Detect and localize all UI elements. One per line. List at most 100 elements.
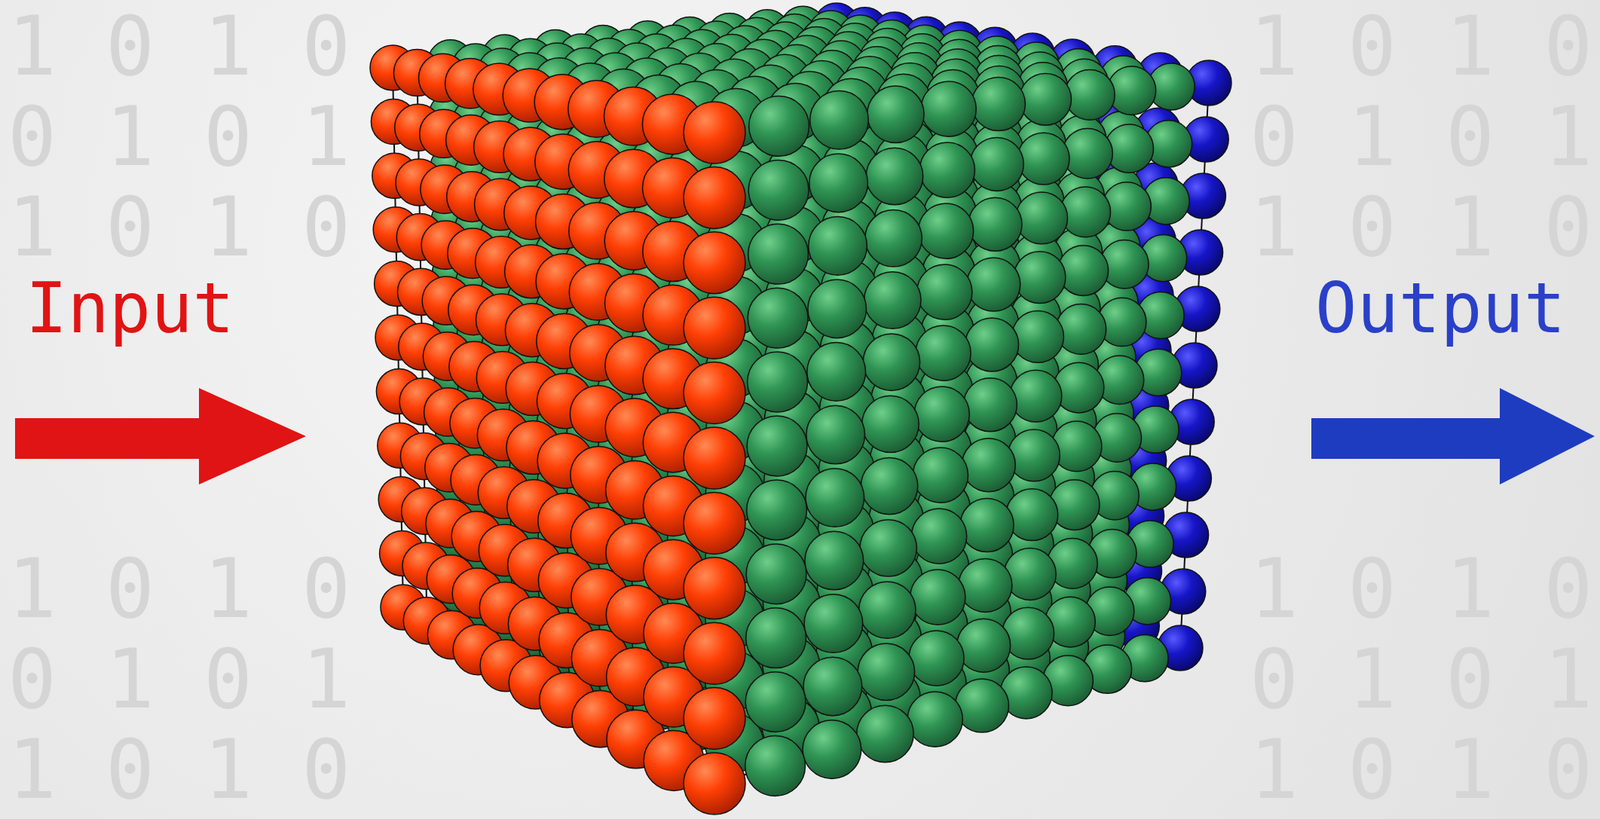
neuron-cube <box>370 3 1232 815</box>
hidden-neuron <box>1055 304 1107 355</box>
hidden-neuron <box>810 91 869 150</box>
hidden-neuron <box>908 630 964 686</box>
input-neuron <box>683 232 746 294</box>
hidden-neuron <box>1008 429 1061 482</box>
hidden-neuron <box>968 197 1022 251</box>
hidden-neuron <box>1064 70 1116 121</box>
hidden-neuron <box>1019 73 1072 126</box>
hidden-neuron <box>969 137 1024 191</box>
hidden-neuron <box>746 544 807 605</box>
hidden-neuron <box>745 672 806 733</box>
hidden-neuron <box>1062 128 1114 179</box>
hidden-neuron <box>918 203 974 259</box>
hidden-neuron <box>807 342 866 402</box>
hidden-neuron <box>857 643 915 701</box>
input-neuron <box>683 427 746 490</box>
binary-watermark: 1 0 1 0 <box>7 182 351 273</box>
hidden-neuron <box>971 77 1025 132</box>
hidden-neuron <box>1015 192 1068 245</box>
input-neuron <box>683 101 746 164</box>
binary-watermark: 1 0 1 0 <box>1249 544 1593 635</box>
hidden-neuron <box>856 705 914 762</box>
hidden-neuron <box>859 520 917 577</box>
hidden-neuron <box>746 416 808 477</box>
input-neuron <box>683 622 746 685</box>
hidden-neuron <box>920 81 976 137</box>
binary-watermark: 1 0 1 0 <box>1249 182 1593 273</box>
hidden-neuron <box>955 679 1010 733</box>
input-neuron <box>683 752 746 815</box>
hidden-neuron <box>919 142 975 198</box>
hidden-neuron <box>749 95 810 157</box>
hidden-neuron <box>910 569 966 625</box>
output-label: Output <box>1315 274 1566 344</box>
binary-watermark: 0 1 0 1 <box>7 91 351 183</box>
hidden-neuron <box>804 594 863 654</box>
hidden-neuron <box>865 147 923 205</box>
hidden-neuron <box>867 85 924 143</box>
hidden-neuron <box>806 405 866 465</box>
input-neuron <box>683 557 746 620</box>
binary-watermark: 1 0 1 0 <box>7 725 351 816</box>
binary-watermark: 1 0 1 0 <box>7 1 351 92</box>
hidden-neuron <box>804 531 864 591</box>
hidden-neuron <box>1051 421 1102 472</box>
hidden-neuron <box>1017 132 1070 185</box>
hidden-neuron <box>957 618 1011 673</box>
hidden-neuron <box>911 508 967 564</box>
hidden-neuron <box>1013 251 1066 304</box>
input-neuron <box>683 166 746 229</box>
hidden-neuron <box>1006 489 1059 542</box>
hidden-neuron <box>802 720 862 780</box>
hidden-neuron <box>1012 311 1065 364</box>
hidden-neuron <box>966 257 1021 312</box>
hidden-neuron <box>1009 370 1062 423</box>
hidden-neuron <box>805 468 865 528</box>
hidden-neuron <box>808 217 868 276</box>
binary-watermark: 0 1 0 1 <box>1249 634 1593 726</box>
hidden-neuron <box>864 272 921 329</box>
input-neuron <box>683 688 746 750</box>
hidden-neuron <box>748 223 809 285</box>
hidden-neuron <box>807 279 867 339</box>
hidden-neuron <box>965 318 1019 372</box>
input-label: Input <box>25 274 235 344</box>
hidden-neuron <box>809 153 869 213</box>
hidden-neuron <box>915 325 971 381</box>
hidden-neuron <box>803 657 863 716</box>
hidden-neuron <box>748 159 809 221</box>
hidden-neuron <box>907 691 963 747</box>
binary-watermark: 0 1 0 1 <box>1249 91 1593 183</box>
hidden-neuron <box>961 438 1016 493</box>
hidden-neuron <box>958 558 1013 612</box>
hidden-neuron <box>1058 245 1109 297</box>
binary-watermark: 1 0 1 0 <box>7 544 351 635</box>
input-arrow <box>15 388 306 485</box>
output-arrow <box>1311 388 1595 485</box>
hidden-neuron <box>963 378 1017 432</box>
input-neuron <box>683 492 746 554</box>
hidden-neuron <box>960 498 1014 553</box>
lattice-lines <box>392 25 1209 784</box>
hidden-neuron <box>747 287 808 349</box>
hidden-neuron <box>917 264 973 320</box>
binary-watermark: 0 1 0 1 <box>7 634 351 726</box>
hidden-neuron <box>746 608 807 669</box>
binary-watermark: 1 0 1 0 <box>1249 725 1593 816</box>
hidden-neuron <box>862 395 919 453</box>
input-neuron <box>683 296 746 359</box>
hidden-neuron <box>1003 548 1056 601</box>
hidden-neuron <box>865 210 922 267</box>
input-neuron <box>683 362 746 425</box>
hidden-neuron <box>859 581 916 639</box>
hidden-neuron <box>862 333 920 391</box>
hidden-neuron <box>747 351 808 413</box>
hidden-neuron <box>745 736 806 797</box>
hidden-neuron <box>914 386 970 442</box>
binary-watermark: 1 0 1 0 <box>1249 1 1593 92</box>
hidden-neuron <box>912 447 968 503</box>
hidden-neuron <box>860 457 918 514</box>
hidden-neuron <box>746 480 808 541</box>
hidden-neuron <box>1060 186 1111 238</box>
hidden-neuron <box>1053 362 1105 414</box>
